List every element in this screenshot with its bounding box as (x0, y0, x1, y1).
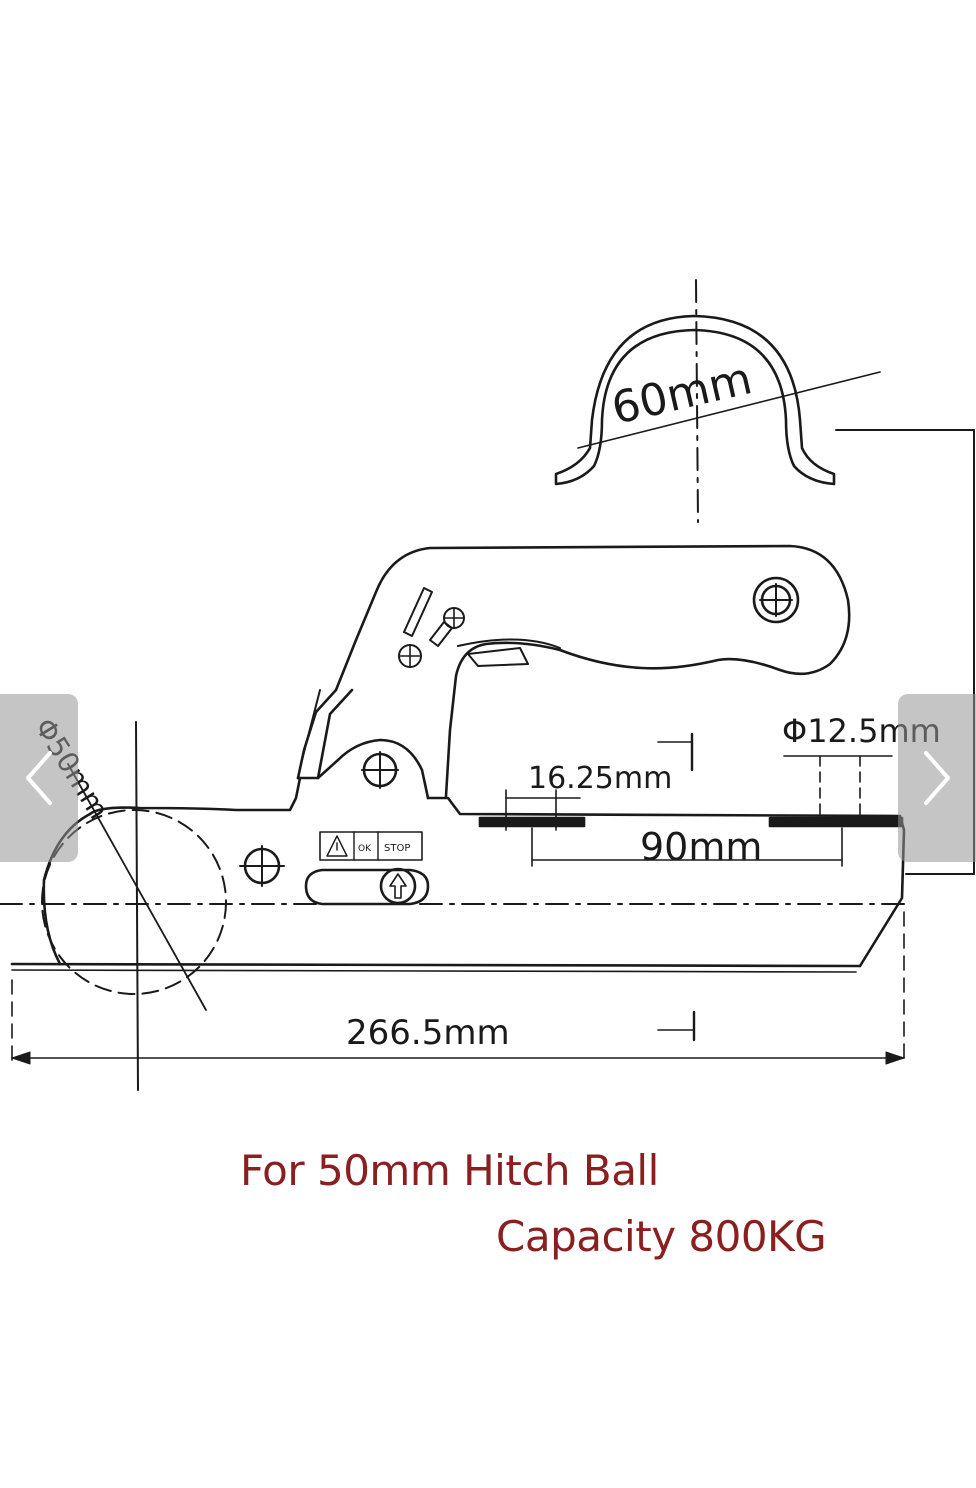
previous-image-button[interactable] (0, 694, 78, 862)
length-label: 266.5mm (346, 1013, 510, 1053)
coupling-body (10, 776, 906, 973)
handle-lever (296, 544, 851, 800)
plate-ok-label: OK (358, 844, 372, 854)
plate-stop-label: STOP (384, 843, 410, 854)
spacing-label: 90mm (640, 825, 762, 869)
ball-centerline (135, 721, 139, 1091)
caption-capacity: Capacity 800KG (496, 1212, 827, 1261)
handle-pivot-bolt (752, 576, 800, 624)
chevron-left-icon (26, 751, 52, 805)
caption-title: For 50mm Hitch Ball (240, 1146, 659, 1195)
next-image-button[interactable] (898, 694, 976, 862)
offset-label: 16.25mm (528, 761, 672, 796)
hitch-ball-outline (41, 809, 227, 995)
tube-centerline (695, 279, 699, 523)
leader-line (835, 429, 975, 875)
tube-dimension-line (577, 371, 881, 449)
chevron-right-icon (924, 751, 950, 805)
tube-clamp (554, 314, 836, 486)
